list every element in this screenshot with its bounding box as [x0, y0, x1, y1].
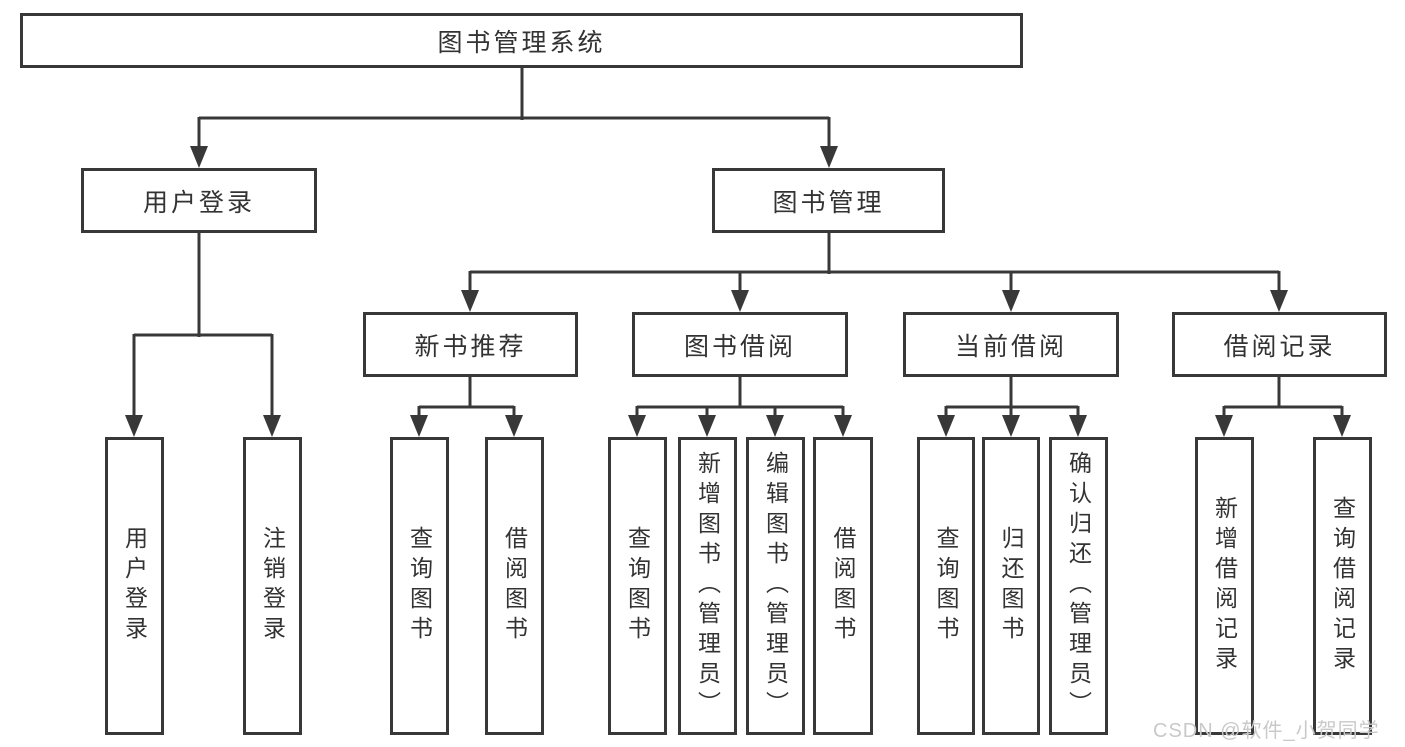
node-new-book-recommendation: 新书推荐: [363, 312, 578, 377]
node-current-borrowing: 当前借阅: [903, 312, 1119, 377]
node-label: 当前借阅: [954, 332, 1067, 361]
csdn-watermark: CSDN @软件_小贺同学: [1153, 720, 1380, 742]
leaf-borrow-books-recommend: 借阅图书: [485, 437, 544, 735]
leaf-label: 借阅图书: [501, 526, 528, 646]
leaf-query-borrow-record: 查询借阅记录: [1313, 437, 1372, 735]
leaf-label: 编辑图书（管理员）: [762, 451, 789, 721]
leaf-label: 用户登录: [121, 526, 148, 646]
leaf-label: 确认归还（管理员）: [1065, 451, 1092, 721]
leaf-add-borrow-record: 新增借阅记录: [1195, 437, 1254, 735]
node-library-system: 图书管理系统: [20, 13, 1023, 68]
node-label: 借阅记录: [1223, 332, 1336, 361]
leaf-label: 注销登录: [259, 526, 286, 646]
leaf-label: 借阅图书: [830, 526, 856, 646]
leaf-label: 新增借阅记录: [1211, 496, 1238, 676]
leaf-query-books-borrowing: 查询图书: [608, 437, 667, 735]
node-label: 用户登录: [142, 188, 255, 217]
node-borrowing-records: 借阅记录: [1172, 312, 1387, 377]
leaf-label: 查询图书: [406, 526, 433, 646]
node-label: 图书管理系统: [437, 28, 606, 57]
leaf-query-books-current: 查询图书: [917, 437, 975, 735]
leaf-label: 查询借阅记录: [1329, 496, 1356, 676]
leaf-logout: 注销登录: [243, 437, 302, 735]
node-user-login: 用户登录: [81, 168, 317, 233]
node-label: 新书推荐: [414, 332, 527, 361]
leaf-label: 查询图书: [624, 526, 651, 646]
leaf-label: 归还图书: [998, 526, 1024, 646]
leaf-confirm-return-admin: 确认归还（管理员）: [1049, 437, 1108, 735]
leaf-label: 新增图书（管理员）: [694, 451, 721, 721]
leaf-query-books-recommend: 查询图书: [390, 437, 449, 735]
leaf-label: 查询图书: [933, 526, 959, 646]
node-book-management: 图书管理: [712, 168, 945, 233]
leaf-user-login: 用户登录: [105, 437, 164, 735]
leaf-borrow-books: 借阅图书: [813, 437, 873, 735]
node-label: 图书借阅: [683, 332, 796, 361]
node-label: 图书管理: [772, 188, 885, 217]
node-book-borrowing: 图书借阅: [632, 312, 848, 377]
leaf-edit-books-admin: 编辑图书（管理员）: [746, 437, 805, 735]
leaf-add-books-admin: 新增图书（管理员）: [678, 437, 737, 735]
leaf-return-books: 归还图书: [982, 437, 1040, 735]
